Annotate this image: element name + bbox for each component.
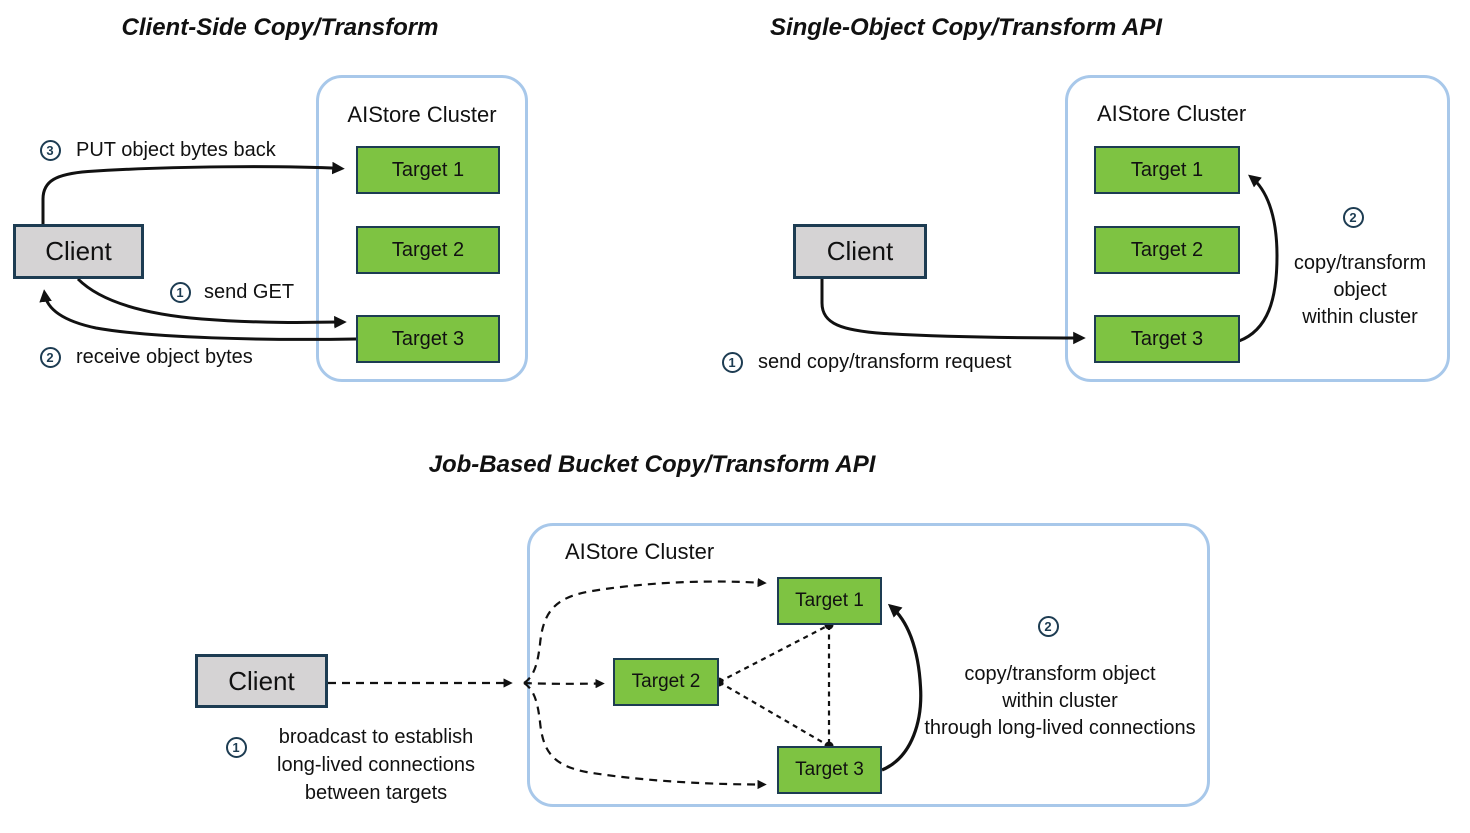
connector-copy-within-cluster	[1238, 174, 1279, 343]
step-circle-2: 2	[39, 346, 61, 368]
cluster-label: AIStore Cluster	[347, 102, 497, 127]
cluster-label: AIStore Cluster	[1097, 101, 1247, 126]
client-box: Client	[13, 224, 144, 279]
target-box: Target 1	[777, 577, 882, 625]
step-note-transform: copy/transform object within cluster thr…	[924, 663, 1196, 739]
target-box: Target 1	[356, 146, 500, 194]
step-note-broadcast: broadcast to establish long-lived connec…	[277, 726, 475, 804]
step-circle-2: 2	[1037, 615, 1059, 637]
cluster-box-job-based	[527, 523, 1210, 807]
target-box: Target 2	[613, 658, 719, 706]
step-note-get: send GET	[204, 280, 295, 303]
step-circle-1: 1	[225, 736, 247, 758]
client-box: Client	[793, 224, 927, 279]
step-circle-2: 2	[1342, 206, 1364, 228]
target-box: Target 3	[777, 746, 882, 794]
connector-broadcast-to-target2	[523, 678, 605, 689]
cluster-box-client-side	[316, 75, 528, 382]
cluster-box-single-object	[1065, 75, 1450, 382]
connector-target2-target3	[718, 681, 830, 747]
target-box: Target 2	[1094, 226, 1240, 274]
connector-receive-object-bytes	[39, 289, 357, 341]
target-box: Target 2	[356, 226, 500, 274]
connector-long-lived-copy	[881, 603, 923, 772]
step-note-request: send copy/transform request	[758, 350, 1012, 373]
target-box: Target 3	[356, 315, 500, 363]
panel-title-client-side: Client-Side Copy/Transform	[121, 14, 439, 41]
target-box: Target 1	[1094, 146, 1240, 194]
panel-title-job-based: Job-Based Bucket Copy/Transform API	[428, 451, 876, 478]
connector-send-request	[820, 279, 1086, 345]
cluster-label: AIStore Cluster	[565, 539, 715, 564]
connector-send-get	[76, 277, 347, 329]
step-circle-1: 1	[721, 351, 743, 373]
step-note-transform: copy/transform object within cluster	[1293, 252, 1427, 328]
panel-title-single-object: Single-Object Copy/Transform API	[769, 14, 1163, 41]
connector-broadcast-to-target3	[523, 682, 767, 790]
step-circle-1: 1	[169, 281, 191, 303]
step-note-receive: receive object bytes	[76, 345, 253, 368]
connector-broadcast-to-target1	[523, 577, 767, 684]
target-box: Target 3	[1094, 315, 1240, 363]
connector-put-object-bytes-back	[41, 161, 345, 224]
step-circle-3: 3	[39, 139, 61, 161]
connector-target2-target1	[718, 624, 830, 683]
client-box: Client	[195, 654, 328, 708]
step-note-put: PUT object bytes back	[76, 138, 276, 161]
